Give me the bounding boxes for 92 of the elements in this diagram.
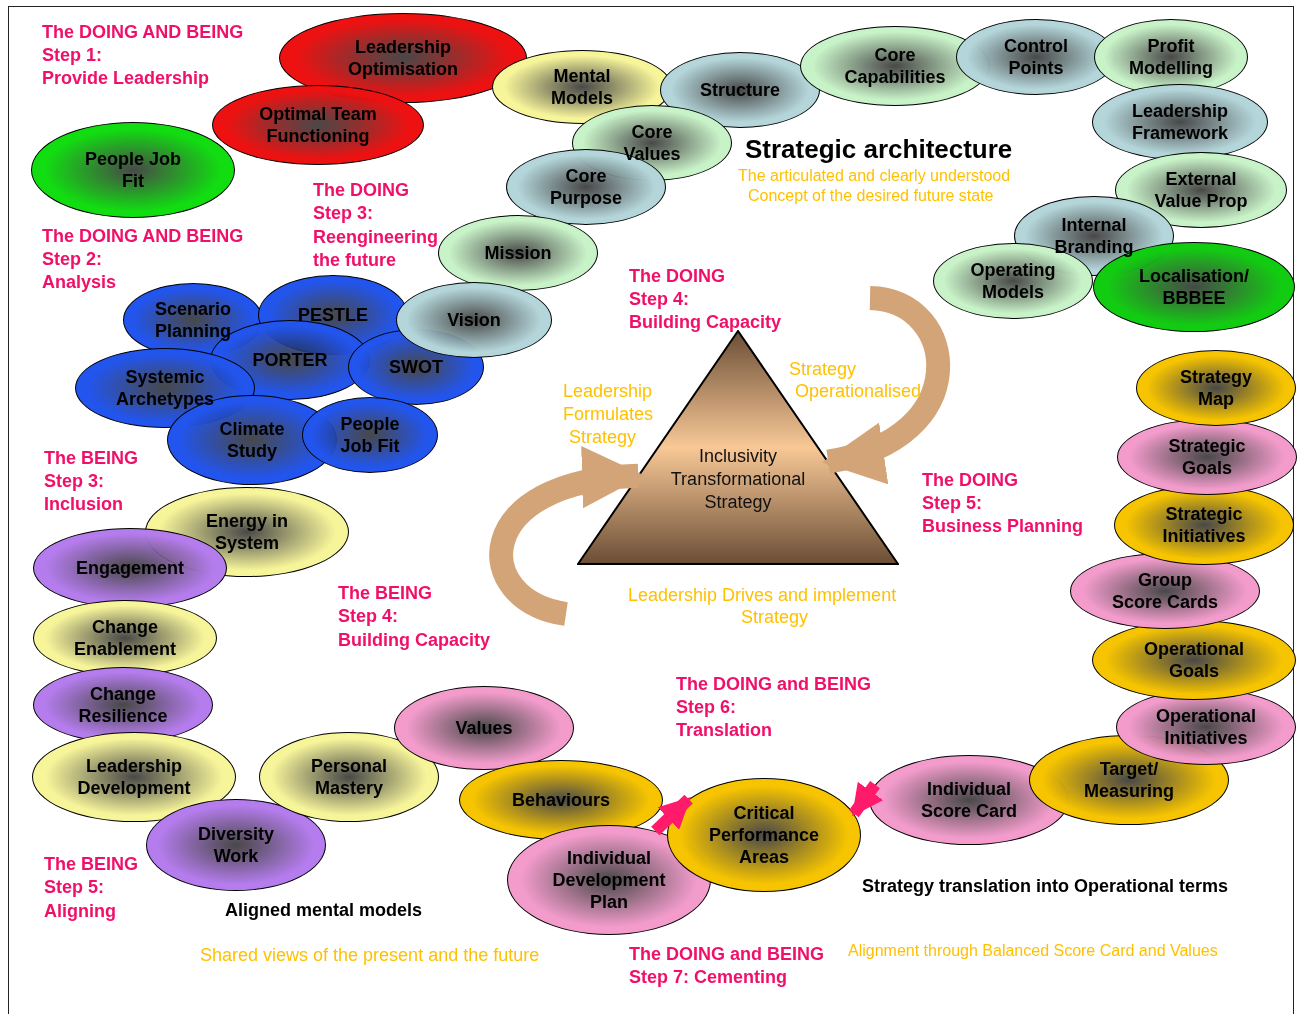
step-label: The DOING	[313, 180, 409, 201]
heading: Strategic architecture	[745, 134, 1013, 165]
step-label: Business Planning	[922, 516, 1084, 537]
node-text: Values	[454, 717, 514, 739]
step-label: Step 1:	[42, 45, 102, 66]
node-text: PORTER	[251, 349, 329, 371]
node-text: Behaviours	[510, 789, 611, 811]
block-arrow	[489, 449, 645, 626]
node-text: Core Values	[622, 121, 682, 165]
note-text: Concept of the desired future state	[748, 187, 994, 205]
node-text: Operational Initiatives	[1155, 705, 1257, 749]
note-text: Alignment through Balanced Score Card and Values	[848, 942, 1218, 960]
step-label: Step 2:	[42, 249, 102, 270]
node-text: Scenario Planning	[153, 298, 232, 342]
node-text: Group Score Cards	[1111, 569, 1219, 613]
step-label: Step 7: Cementing	[629, 967, 788, 988]
node-text: People Job Fit	[84, 148, 182, 192]
node-text: Systemic Archetypes	[114, 366, 215, 410]
note-text: Strategy	[741, 607, 809, 628]
node-text: Leadership Development	[76, 755, 192, 799]
note-text: Strategy	[569, 427, 637, 448]
node-text: Structure	[699, 79, 781, 101]
node-text: Core Capabilities	[843, 44, 947, 88]
node-text: SWOT	[388, 356, 444, 378]
node-text: Change Enablement	[73, 616, 177, 660]
node-text: Operational Goals	[1143, 638, 1245, 682]
node-text: People Job Fit	[339, 413, 401, 457]
step-label: the future	[313, 250, 396, 271]
step-label: The BEING	[44, 448, 138, 469]
ellipse-node	[396, 282, 552, 358]
step-label: Step 5:	[922, 493, 982, 514]
step-label: Step 4:	[629, 289, 689, 310]
node-text: Mission	[483, 242, 553, 264]
node-text: Localisation/ BBBEE	[1138, 265, 1250, 309]
node-text: Diversity Work	[196, 823, 275, 867]
node-text: Leadership Optimisation	[347, 36, 459, 80]
node-text: PESTLE	[297, 304, 369, 326]
step-label: Step 5:	[44, 877, 104, 898]
node-text: Inclusivity Transformational Strategy	[669, 445, 807, 514]
step-label: The DOING	[922, 470, 1018, 491]
step-label: Analysis	[42, 272, 117, 293]
note-text: Leadership Drives and implement	[628, 585, 897, 606]
ellipse-node	[1117, 419, 1297, 495]
note-text: Formulates	[563, 404, 654, 425]
step-label: The DOING	[629, 266, 725, 287]
step-label: The DOING AND BEING	[42, 226, 244, 247]
step-label: Reengineering	[313, 227, 439, 248]
step-label: Aligning	[44, 901, 116, 922]
node-text: Strategy Map	[1179, 366, 1253, 410]
node-text: Engagement	[75, 557, 185, 579]
step-label: The DOING and BEING	[676, 674, 871, 695]
node-text: Mental Models	[550, 65, 614, 109]
step-label: The BEING	[44, 854, 138, 875]
node-text: Core Purpose	[549, 165, 623, 209]
node-text: Strategic Goals	[1167, 435, 1247, 479]
node-text: Control Points	[1003, 35, 1069, 79]
step-label: Step 3:	[313, 203, 373, 224]
step-label: Step 6:	[676, 697, 736, 718]
node-text: Energy in System	[205, 510, 289, 554]
node-text: External Value Prop	[1153, 168, 1249, 212]
step-label: The DOING AND BEING	[42, 22, 244, 43]
step-label: The DOING and BEING	[629, 944, 824, 965]
node-text: Optimal Team Functioning	[258, 103, 378, 147]
block-arrow	[651, 794, 693, 836]
ellipse-node	[1092, 620, 1296, 700]
note-text: Shared views of the present and the future	[200, 945, 540, 966]
note-text: Strategy translation into Operational terms	[862, 876, 1229, 897]
node-text: Profit Modelling	[1128, 35, 1214, 79]
node-text: Vision	[446, 309, 502, 331]
step-label: Building Capacity	[338, 630, 490, 651]
node-text: Leadership Framework	[1130, 100, 1229, 144]
step-label: Building Capacity	[629, 312, 781, 333]
node-text: Strategic Initiatives	[1161, 503, 1247, 547]
step-label: Step 4:	[338, 606, 398, 627]
note-text: The articulated and clearly understood	[738, 167, 1011, 185]
step-label: The BEING	[338, 583, 432, 604]
node-text: Climate Study	[218, 418, 286, 462]
step-label: Translation	[676, 720, 773, 741]
node-text: Operating Models	[969, 259, 1057, 303]
node-text: Individual Development Plan	[551, 847, 667, 913]
node-text: Critical Performance Areas	[707, 802, 821, 868]
step-label: Provide Leadership	[42, 68, 210, 89]
step-label: Inclusion	[44, 494, 123, 515]
ellipse-node	[302, 397, 438, 473]
note-text: Aligned mental models	[225, 900, 423, 921]
node-text: Personal Mastery	[309, 755, 388, 799]
node-text: Individual Score Card	[919, 778, 1018, 822]
step-label: Step 3:	[44, 471, 104, 492]
node-text: Internal Branding	[1053, 214, 1135, 258]
node-text: Change Resilience	[77, 683, 169, 727]
node-text: Target/ Measuring	[1083, 758, 1175, 802]
note-text: Leadership	[563, 381, 653, 402]
